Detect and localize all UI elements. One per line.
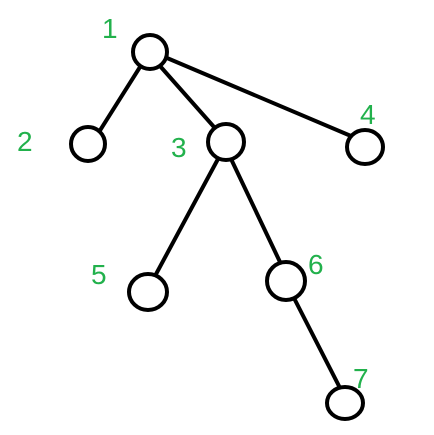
node-circle-7 xyxy=(325,385,365,421)
edge-1-2 xyxy=(97,65,142,134)
node-circle-6 xyxy=(265,260,307,302)
edge-3-5 xyxy=(153,157,220,278)
node-circle-2 xyxy=(69,125,107,163)
node-label-5: 5 xyxy=(91,259,107,290)
node-circle-1 xyxy=(131,33,169,71)
edge-3-6 xyxy=(230,159,282,264)
edge-1-4 xyxy=(165,56,353,138)
edge-6-7 xyxy=(293,298,342,390)
node-circle-3 xyxy=(206,122,246,162)
node-label-6: 6 xyxy=(308,249,324,280)
labels-layer: 1 2 3 4 5 6 7 xyxy=(17,13,376,394)
edges-layer xyxy=(97,56,353,390)
node-label-4: 4 xyxy=(360,99,376,130)
edge-1-3 xyxy=(158,64,216,129)
node-circle-4 xyxy=(345,128,385,166)
node-label-3: 3 xyxy=(171,132,187,163)
nodes-layer xyxy=(69,33,385,421)
node-label-1: 1 xyxy=(102,13,118,44)
node-label-7: 7 xyxy=(353,363,369,394)
node-label-2: 2 xyxy=(17,126,33,157)
node-circle-5 xyxy=(127,272,169,312)
